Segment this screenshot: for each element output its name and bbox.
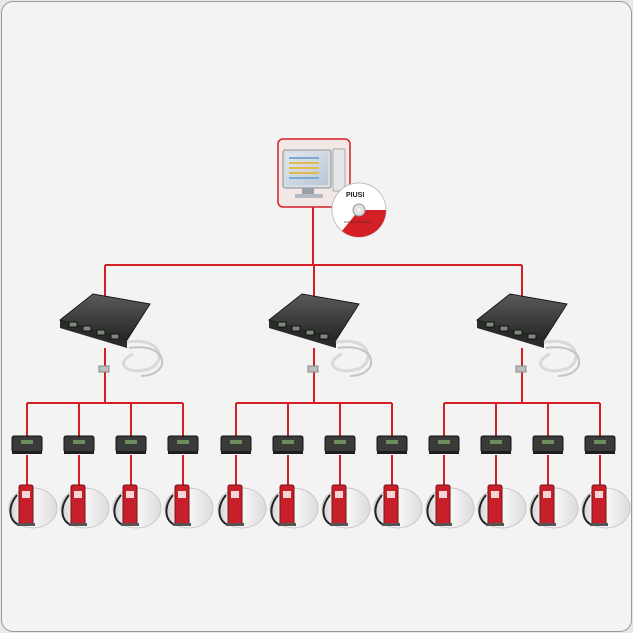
cd-brand-label: PIUSI	[346, 192, 364, 199]
server-computer-icon: PIUSI Software Installation	[277, 138, 387, 238]
connection-wires	[26, 207, 601, 487]
hub-devices	[58, 293, 581, 377]
node-controller-icon	[480, 435, 512, 454]
node-controller-icon	[272, 435, 304, 454]
fuel-dispenser-icon	[60, 484, 110, 529]
node-controller-icon	[11, 435, 43, 454]
node-controller-icon	[428, 435, 460, 454]
fuel-dispenser-icon	[425, 484, 475, 529]
node-controller-icon	[115, 435, 147, 454]
hub-center-icon	[267, 293, 373, 377]
node-controller-icon	[376, 435, 408, 454]
fuel-dispenser-icon	[321, 484, 371, 529]
fuel-dispenser-icon	[477, 484, 527, 529]
fuel-dispenser-icon	[112, 484, 162, 529]
hub-right-icon	[475, 293, 581, 377]
fuel-dispenser-icon	[217, 484, 267, 529]
fuel-dispenser-icon	[164, 484, 214, 529]
node-controller-icon	[324, 435, 356, 454]
node-controller-icon	[584, 435, 616, 454]
software-cd-icon: PIUSI Software Installation	[331, 182, 387, 238]
cd-caption-label: Software Installation	[344, 220, 371, 224]
fuel-dispenser-icon	[581, 484, 631, 529]
node-controller-icon	[167, 435, 199, 454]
fuel-dispenser-icon	[529, 484, 579, 529]
fuel-dispenser-icon	[269, 484, 319, 529]
node-controller-icon	[63, 435, 95, 454]
node-devices	[11, 435, 616, 454]
node-controller-icon	[532, 435, 564, 454]
fuel-dispenser-icon	[373, 484, 423, 529]
fuel-dispenser-icon	[8, 484, 58, 529]
fuel-dispensers	[8, 484, 631, 529]
hub-left-icon	[58, 293, 164, 377]
node-controller-icon	[220, 435, 252, 454]
